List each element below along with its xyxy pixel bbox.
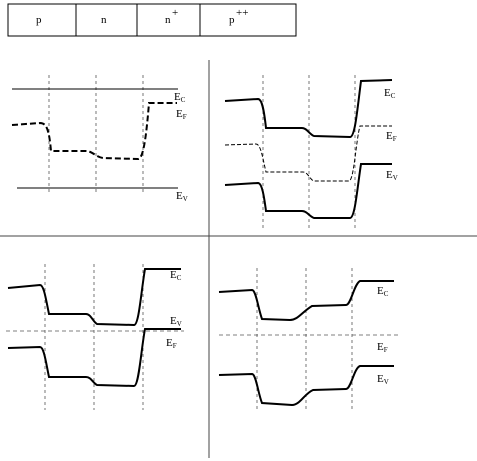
junction-lines [48, 75, 144, 195]
valence-band-curve [224, 163, 392, 219]
fermi-level-curve [11, 102, 177, 161]
region-label-n-plus: n [165, 14, 171, 26]
label-ef: EF [176, 108, 187, 121]
junction-lines [44, 264, 144, 410]
label-ef: EF [386, 130, 397, 143]
valence-band-curve [218, 365, 394, 407]
label-ev: EV [386, 169, 398, 182]
panel-bottom-left: EC EV EF [6, 264, 184, 410]
region-label-n: n [101, 14, 107, 26]
label-ec: EC [170, 269, 182, 282]
panel-bottom-right: EC EF EV [218, 268, 400, 412]
label-ec: EC [384, 87, 396, 100]
label-ef: EF [377, 341, 388, 354]
label-ev: EV [170, 315, 182, 328]
valence-band-curve [7, 328, 181, 388]
conduction-band-curve [224, 79, 393, 139]
junction-lines [256, 268, 353, 412]
junction-lines [262, 75, 356, 228]
label-ev: EV [176, 190, 188, 203]
label-ev: EV [377, 373, 389, 386]
region-label-p-plusplus-sup: ++ [236, 7, 248, 19]
conduction-band-curve [218, 280, 394, 322]
panel-dividers [0, 60, 477, 458]
region-label-p-plusplus: p [229, 14, 235, 26]
panel-top-left: EC EF EV [11, 75, 188, 203]
label-ec: EC [377, 285, 389, 298]
label-ec: EC [174, 91, 186, 104]
label-ef: EF [166, 337, 177, 350]
fermi-level-curve [224, 125, 392, 182]
conduction-band-curve [7, 268, 181, 327]
region-label-p: p [36, 14, 42, 26]
panel-top-right: EC EF EV [224, 75, 398, 228]
region-header-table: p n n + p ++ [7, 3, 297, 37]
region-label-n-plus-sup: + [172, 7, 178, 19]
